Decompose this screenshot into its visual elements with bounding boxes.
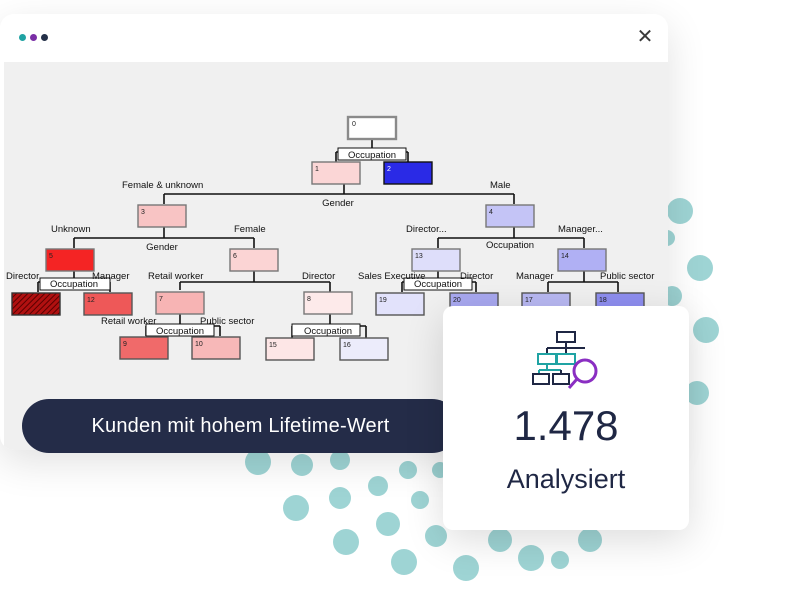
tree-node-id: 9: [123, 341, 127, 348]
split-label: Occupation: [304, 326, 352, 337]
tree-node-id: 1: [315, 166, 319, 173]
tree-node-id: 8: [307, 296, 311, 303]
tree-node-7[interactable]: [155, 291, 205, 315]
tree-node-id: 6: [233, 253, 237, 260]
tree-node-id: 14: [561, 253, 569, 260]
tree-node-id: 4: [489, 209, 493, 216]
branch-label: Sales Executive: [358, 271, 426, 282]
tree-node-id: 10: [195, 341, 203, 348]
tree-node-id: 17: [525, 297, 533, 304]
tree-node-id: 2: [387, 166, 391, 173]
tree-node-2[interactable]: [383, 161, 433, 185]
tree-node-8[interactable]: [303, 291, 353, 315]
tree-node-id: 12: [87, 297, 95, 304]
stat-value: 1.478: [513, 402, 619, 449]
tree-node-id: 5: [49, 253, 53, 260]
hierarchy-search-icon: [532, 331, 598, 389]
branch-label: Director...: [406, 224, 447, 235]
tree-connectors: [37, 140, 619, 338]
lifetime-value-banner: Kunden mit hohem Lifetime-Wert: [22, 399, 459, 453]
branch-label: Public sector: [200, 316, 254, 327]
branch-label: Director: [460, 271, 493, 282]
tree-node-14[interactable]: [557, 248, 607, 272]
tree-node-15[interactable]: [265, 337, 315, 361]
split-label: Occupation: [156, 326, 204, 337]
tree-node-9[interactable]: [119, 336, 169, 360]
branch-label: Public sector: [600, 271, 654, 282]
tree-node-12[interactable]: [83, 292, 133, 316]
tree-node-id: 19: [379, 297, 387, 304]
stat-card: 1.478 Analysiert: [443, 306, 689, 530]
branch-label: Female & unknown: [122, 180, 203, 191]
tree-node-id: 15: [269, 342, 277, 349]
split-label: Occupation: [348, 150, 396, 161]
tree-node-6[interactable]: [229, 248, 279, 272]
stat-label: Analysiert: [506, 464, 626, 494]
split-label: Gender: [146, 242, 178, 253]
tree-node-19[interactable]: [375, 292, 425, 316]
branch-label: Retail worker: [101, 316, 156, 327]
branch-label: Manager...: [558, 224, 603, 235]
tree-node-id: 13: [415, 253, 423, 260]
tree-node-0[interactable]: [346, 115, 398, 141]
tree-node-id: 18: [599, 297, 607, 304]
branch-label: Male: [490, 180, 511, 191]
branch-label: Unknown: [51, 224, 91, 235]
window-dot-navy: [41, 34, 48, 41]
tree-node-1[interactable]: [311, 161, 361, 185]
branch-label: Female: [234, 224, 266, 235]
tree-node-16[interactable]: [339, 337, 389, 361]
branch-label: Manager: [516, 271, 554, 282]
branch-label: Director: [302, 271, 335, 282]
branch-label: Manager: [92, 271, 130, 282]
branch-label: Director: [6, 271, 39, 282]
split-label: Occupation: [486, 240, 534, 251]
split-label: Gender: [322, 198, 354, 209]
window-titlebar: ✕: [0, 14, 668, 62]
branch-label: Retail worker: [148, 271, 203, 282]
tree-node-11[interactable]: [11, 292, 61, 316]
tree-node-10[interactable]: [191, 336, 241, 360]
window-dot-teal: [19, 34, 26, 41]
tree-node-3[interactable]: [137, 204, 187, 228]
close-icon[interactable]: ✕: [636, 26, 654, 48]
tree-node-id: 20: [453, 297, 461, 304]
tree-node-13[interactable]: [411, 248, 461, 272]
tree-node-id: 3: [141, 209, 145, 216]
tree-node-5[interactable]: [45, 248, 95, 272]
tree-node-4[interactable]: [485, 204, 535, 228]
tree-node-id: 7: [159, 296, 163, 303]
tree-node-id: 0: [352, 121, 356, 128]
window-dot-purple: [30, 34, 37, 41]
split-label-boxes: [39, 147, 473, 337]
split-label: Occupation: [50, 279, 98, 290]
split-label: Occupation: [414, 279, 462, 290]
tree-node-id: 16: [343, 342, 351, 349]
